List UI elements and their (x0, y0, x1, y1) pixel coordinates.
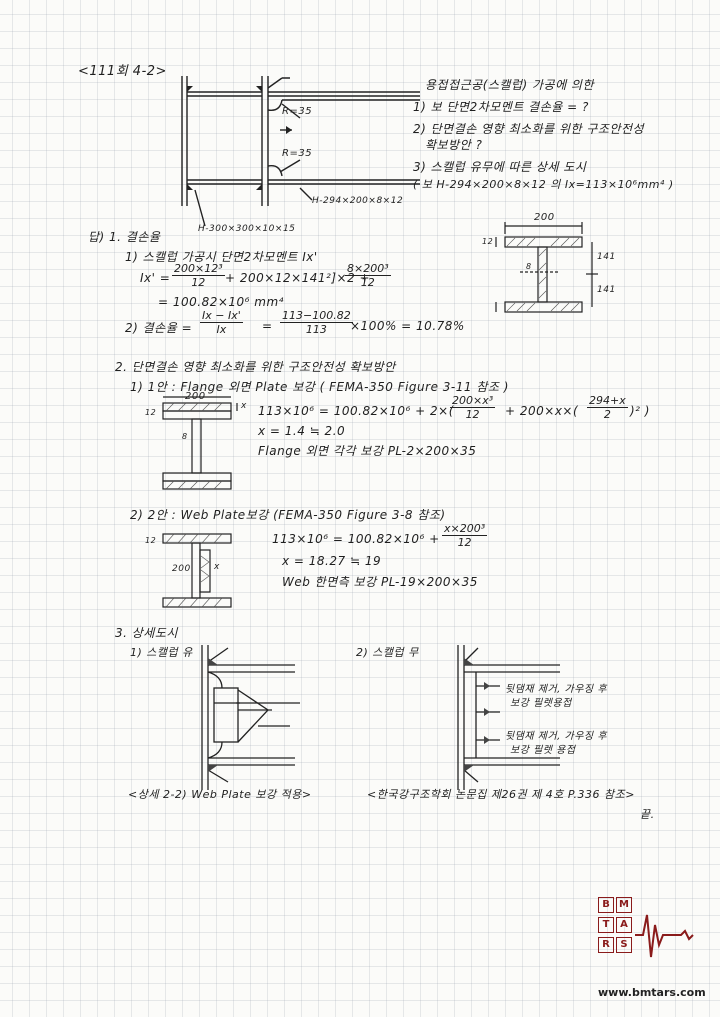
question-2b: 확보방안 ? (425, 138, 483, 152)
alt2-dim-tf: 12 (145, 536, 157, 545)
detail1-caption: <상세 2-2) Web Plate 보강 적용> (128, 788, 312, 801)
section1-step1: 1) 스캘럽 가공시 단면2차모멘트 Ix' (125, 250, 318, 264)
section2-heading: 2. 단면결손 영향 최소화를 위한 구조안전성 확보방안 (115, 360, 396, 374)
alt1-frac1-den: 12 (465, 408, 480, 421)
eq1-frac1-den: 12 (191, 276, 206, 289)
problem-header: <111회 4-2> (78, 64, 167, 79)
eq1-frac2: 8×200³ 12 (345, 262, 391, 289)
step2-lhs: 2) 결손율 = (125, 321, 193, 335)
eq1-lhs: Ix' = (140, 271, 171, 285)
step2-frac1: Ix − Ix' Ix (200, 309, 243, 336)
alt1-title: 1) 1안 : Flange 외면 Plate 보강 ( FEMA-350 Fi… (130, 380, 509, 394)
logo-letter-a: A (616, 917, 632, 933)
alt1-frac2: 294+x 2 (587, 394, 628, 421)
question-3: 3) 스캘럽 유무에 따른 상세 도시 (413, 160, 587, 174)
alt2-frac: x×200³ 12 (442, 522, 488, 549)
alt1-frac2-num: 294+x (587, 394, 628, 408)
step2-frac1-den: Ix (216, 323, 227, 336)
alt1-frac2-den: 2 (603, 408, 611, 421)
section3-heading: 3. 상세도시 (115, 626, 178, 640)
alt1-frac1: 200×x³ 12 (450, 394, 496, 421)
alt1-mid: + 200×x×( (505, 404, 579, 418)
detail2-caption: <한국강구조학회 논문집 제26권 제 4호 P.336 참조> (367, 788, 635, 801)
alt1-dim-width: 200 (185, 391, 206, 402)
sec1-dim-tw: 8 (526, 262, 532, 271)
logo-letter-t: T (598, 917, 614, 933)
sec1-dim-tf: 12 (482, 237, 494, 246)
logo-url: www.bmtars.com (598, 986, 706, 999)
step2-equals: = (262, 319, 273, 333)
step2-frac1-num: Ix − Ix' (200, 309, 243, 323)
alt1-frac1-num: 200×x³ (450, 394, 496, 408)
logo-pulse-icon (635, 914, 694, 958)
alt2-x: x = 18.27 ≒ 19 (282, 554, 382, 568)
eq1-result: = 100.82×10⁶ mm⁴ (158, 295, 284, 309)
alt2-frac-den: 12 (457, 536, 472, 549)
alt1-end: )² ) (630, 404, 650, 418)
alt1-dim-x: x (241, 401, 247, 411)
alt1-equation: 113×10⁶ = 100.82×10⁶ + 2×( (258, 404, 454, 418)
detail2-note2b: 보강 필렛 용접 (510, 745, 576, 756)
logo-letter-m: M (616, 897, 632, 913)
sec1-dim-width: 200 (534, 212, 555, 223)
alt1-x: x = 1.4 ≒ 2.0 (258, 424, 346, 438)
end-mark: 끝. (640, 808, 655, 821)
column-section-label: H-300×300×10×15 (198, 224, 296, 234)
alt2-equation: 113×10⁶ = 100.82×10⁶ + (272, 532, 440, 546)
detail1-label: 1) 스캘럽 유 (130, 646, 193, 659)
question-2a: 2) 단면결손 영향 최소화를 위한 구조안전성 (413, 122, 645, 136)
eq1-mid: + 200×12×141²]×2 + (225, 271, 371, 285)
step2-frac2: 113−100.82 113 (280, 309, 353, 336)
alt1-dim-tf: 12 (145, 408, 157, 417)
sec1-dim-h1: 141 (597, 252, 616, 262)
logo-letter-b: B (598, 897, 614, 913)
logo-letter-s: S (616, 937, 632, 953)
eq1-frac1-num: 200×12³ (172, 262, 225, 276)
alt2-dim-h: 200 (172, 564, 191, 574)
alt1-result: Flange 외면 각각 보강 PL-2×200×35 (258, 444, 477, 458)
sec1-dim-h2: 141 (597, 285, 616, 295)
alt2-title: 2) 2안 : Web Plate보강 (FEMA-350 Figure 3-8… (130, 508, 446, 522)
eq1-frac1: 200×12³ 12 (172, 262, 225, 289)
eq1-frac2-num: 8×200³ (345, 262, 391, 276)
alt1-dim-tw: 8 (182, 432, 188, 441)
question-given: ( 보 H-294×200×8×12 의 Ix=113×10⁶mm⁴ ) (413, 178, 674, 191)
question-intro: 용접접근공(스캘럽) 가공에 의한 (425, 78, 595, 92)
detail2-label: 2) 스캘럽 무 (356, 646, 419, 659)
detail2-note2: 뒷댐재 제거, 가우징 후 (505, 731, 608, 742)
question-1: 1) 보 단면2차모멘트 결손율 = ? (413, 100, 589, 114)
beam-section-label: H-294×200×8×12 (312, 196, 404, 206)
step2-frac2-den: 113 (305, 323, 327, 336)
section1-heading: 답) 1. 결손율 (88, 230, 161, 244)
detail2-note1: 뒷댐재 제거, 가우징 후 (505, 684, 608, 695)
step2-result: ×100% = 10.78% (350, 319, 465, 333)
radius-bottom-label: R=35 (282, 148, 313, 159)
alt2-frac-num: x×200³ (442, 522, 488, 536)
alt2-result: Web 한면측 보강 PL-19×200×35 (282, 575, 478, 589)
logo-letter-r: R (598, 937, 614, 953)
radius-top-label: R=35 (282, 106, 313, 117)
alt2-dim-x: x (214, 562, 220, 572)
detail2-note1b: 보강 필렛용접 (510, 698, 572, 709)
bmtars-logo: B M T A R S (595, 895, 695, 980)
step2-frac2-num: 113−100.82 (280, 309, 353, 323)
eq1-frac2-den: 12 (360, 276, 375, 289)
